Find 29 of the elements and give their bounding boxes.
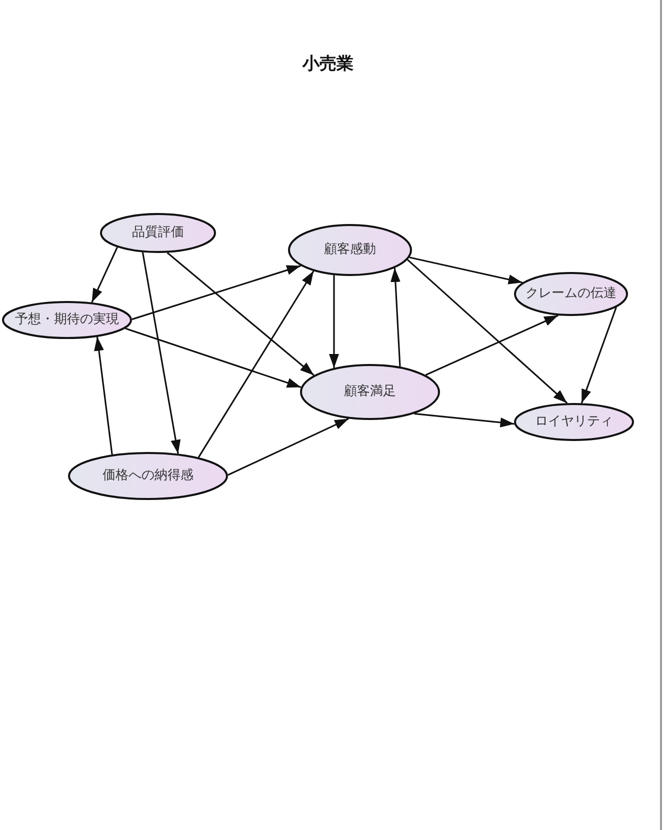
arrow xyxy=(132,265,301,320)
ellipse-node xyxy=(288,224,412,276)
arrow xyxy=(125,328,302,388)
arrow xyxy=(580,307,617,404)
arrow xyxy=(390,268,401,367)
ellipse-node xyxy=(300,364,440,420)
arrow xyxy=(329,275,339,368)
arrow xyxy=(142,252,181,454)
arrow xyxy=(198,270,314,458)
node-label: 顧客感動 xyxy=(324,242,376,258)
ellipse-node xyxy=(514,272,628,316)
arrow xyxy=(414,412,514,428)
node-label: 顧客満足 xyxy=(344,384,396,400)
ellipse-node xyxy=(68,452,228,500)
arrow xyxy=(406,259,568,404)
node-label: 価格への納得感 xyxy=(102,468,194,484)
ellipse-node xyxy=(514,403,634,441)
node-label: ロイヤリティ xyxy=(535,414,613,430)
node-label: 予想・期待の実現 xyxy=(15,312,119,328)
node-label: 品質評価 xyxy=(132,225,184,241)
node-label: クレームの伝達 xyxy=(526,286,616,302)
arrow xyxy=(228,418,349,476)
arrow xyxy=(425,314,559,376)
arrow xyxy=(409,256,523,284)
ellipse-node xyxy=(2,301,132,339)
arrow xyxy=(94,336,113,455)
ellipse-node xyxy=(100,213,216,253)
arrow xyxy=(166,252,314,376)
diagram-title: 小売業 xyxy=(302,53,354,76)
